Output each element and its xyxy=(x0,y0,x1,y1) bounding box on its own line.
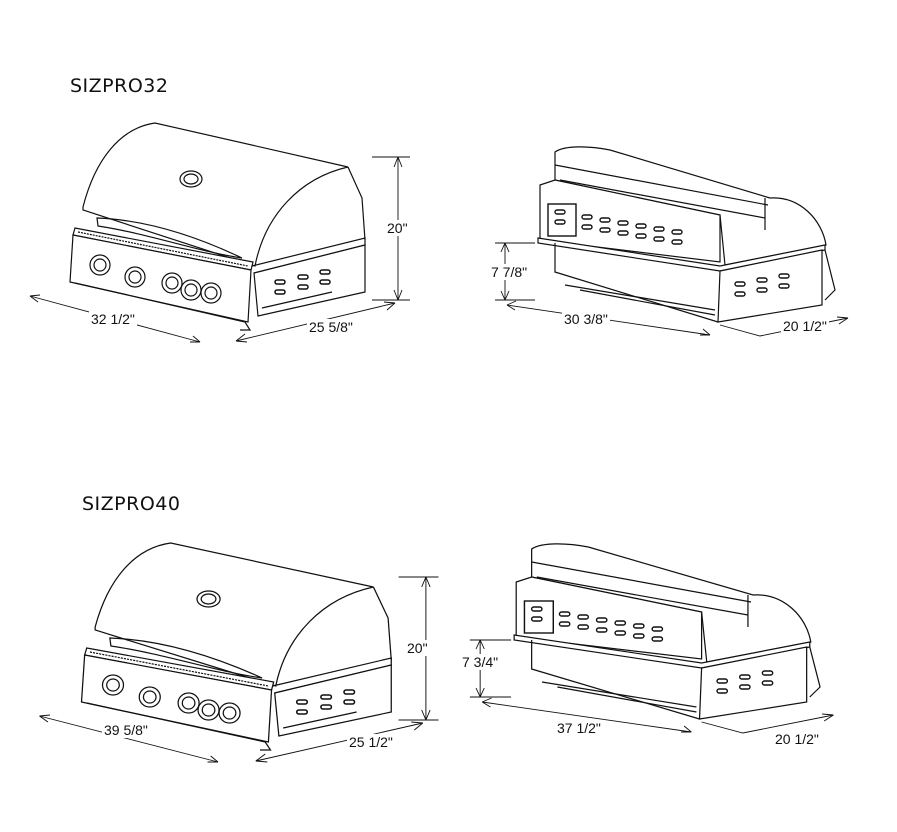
sizpro40-front-depth: 25 1/2" xyxy=(347,734,395,750)
sizpro40-front-height: 20" xyxy=(405,640,430,656)
model-title-sizpro32: SIZPRO32 xyxy=(70,75,169,97)
sizpro40-rear-drawing xyxy=(469,543,835,734)
sizpro40-rear-depth: 20 1/2" xyxy=(773,731,821,747)
sizpro32-rear-width: 30 3/8" xyxy=(562,311,610,327)
sizpro32-front-width: 32 1/2" xyxy=(89,311,137,327)
sizpro40-front-drawing xyxy=(38,542,440,763)
sizpro32-front-height: 20" xyxy=(385,220,410,236)
sizpro40-rear-cutout-height: 7 3/4" xyxy=(460,654,501,670)
sizpro32-rear-cutout-height: 7 7/8" xyxy=(489,264,530,280)
sizpro40-rear-width: 37 1/2" xyxy=(555,720,603,736)
sizpro32-front-drawing xyxy=(29,122,411,343)
sizpro40-front-width: 39 5/8" xyxy=(102,722,150,738)
sizpro32-rear-drawing xyxy=(494,146,849,337)
model-title-sizpro40: SIZPRO40 xyxy=(82,493,181,515)
sizpro32-rear-depth: 20 1/2" xyxy=(781,318,829,334)
sizpro32-front-depth: 25 5/8" xyxy=(307,319,355,335)
